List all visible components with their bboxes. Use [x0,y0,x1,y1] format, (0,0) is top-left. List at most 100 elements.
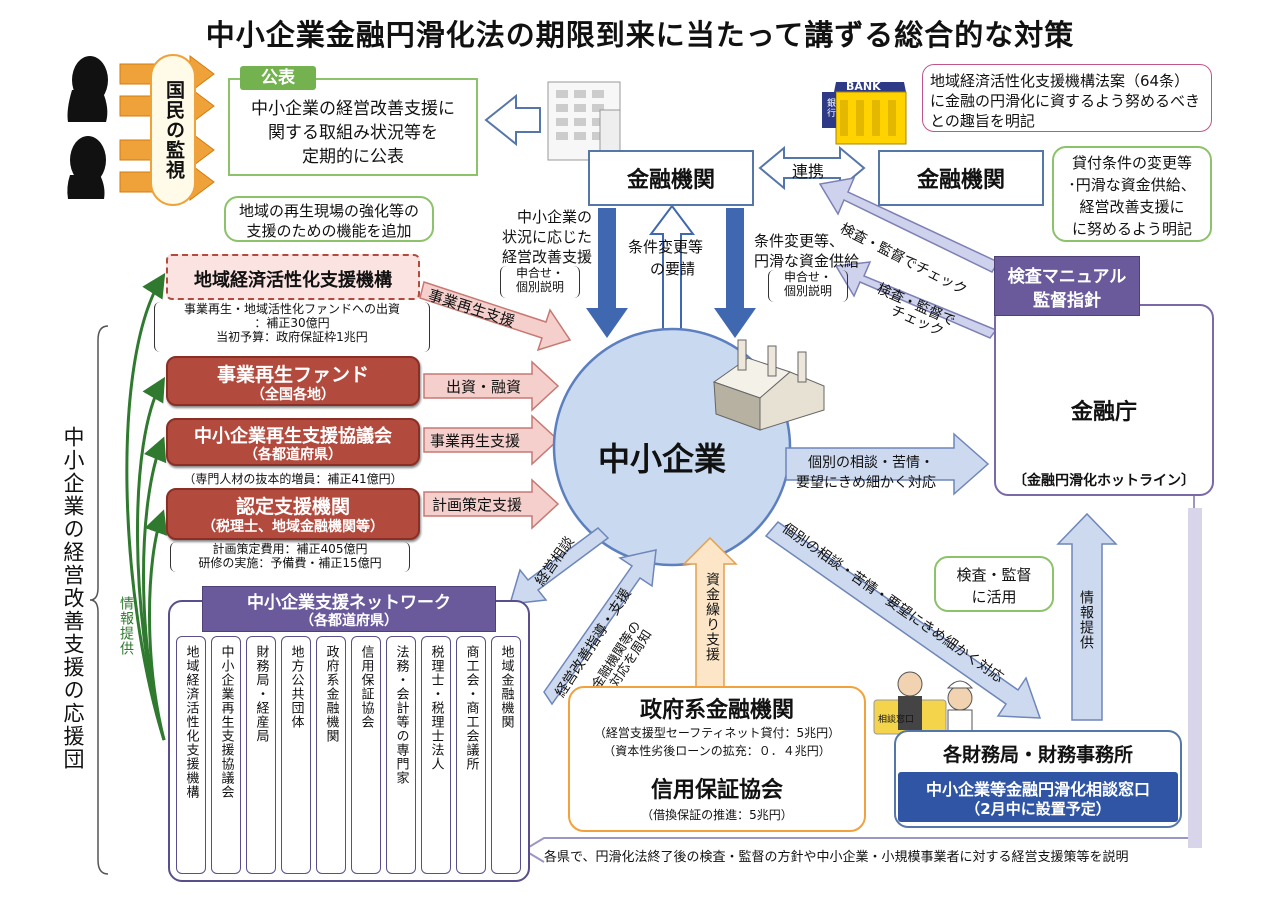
law-note-line-3: との趣旨を明記 [930,112,1035,130]
council-box [166,418,420,466]
down-right-small-1: 申合せ・ [783,270,832,284]
window-line-1: 中小企業等金融円滑化相談窓口 [925,780,1150,799]
use-bubble-1: 検査・監督 [956,566,1032,584]
regional-note-3: 当初予算：政府保証枠1兆円 [216,330,368,344]
gov-note1: （経営支援型セーフティネット貸付：5兆円） [593,726,841,740]
fi-left-box [588,150,754,206]
certified-box [166,488,420,540]
down-left-label-3: 経営改善支援 [501,248,592,266]
network-member-5-label: 政府系金融機関 [323,645,339,743]
network-member-10: 地域金融機関 [491,636,521,874]
network-member-1-label: 地域経済活性化支援機構 [183,645,199,799]
regional-bubble [224,196,434,242]
koukai-tag: 公表 [240,66,316,90]
regional-org-label: 地域経済活性化支援機構 [194,270,392,291]
renkei-label: 連携 [792,162,825,181]
fsa-header-1: 検査マニュアル [1007,267,1127,287]
fi-right-label: 金融機関 [916,168,1005,193]
down-left-small-1: 申合せ・ [515,266,564,280]
fsa-hotline: 〔金融円滑化ホットライン〕 [1013,473,1195,489]
manual-bubble [1052,146,1212,242]
page-title: 中小企業金融円滑化法の期限到来に当たって講ずる総合的な対策 [205,18,1075,52]
network-member-3: 財務局・経産局 [246,636,276,874]
down-right-small: 申合せ・ 個別説明 [768,270,848,302]
regional-org-note: 事業再生・地域活性化ファンドへの出資 ：補正30億円 当初予算：政府保証枠1兆円 [154,302,430,352]
window-box [898,772,1178,822]
down-left-small-2: 個別説明 [515,280,564,294]
fsa-name: 金融庁 [1070,400,1137,425]
network-member-4: 地方公共団体 [281,636,311,874]
manual-bubble-1: 貸付条件の変更等 [1071,154,1192,172]
down-right-label-2: 円滑な資金供給 [754,252,860,270]
down-left-small: 申合せ・ 個別説明 [500,266,580,298]
bank-side-sign: 銀行 [825,98,835,118]
network-sub: （各都道府県） [300,613,398,629]
shikin-label: 資金繰り支援 [704,572,720,662]
law-note-box [922,64,1212,132]
down-right-small-2: 個別説明 [783,284,832,298]
sme-label: 中小企業 [598,440,727,478]
network-member-2: 中小企業再生支援協議会 [211,636,241,874]
network-member-3-label: 財務局・経産局 [253,645,269,743]
fsa-header-2: 監督指針 [1033,291,1101,311]
regional-bubble-1: 地域の再生現場の強化等の [238,202,419,220]
certified-label: 認定支援機関 [235,496,350,518]
certified-note-1: 計画策定費用：補正405億円 [212,542,368,556]
fund-box [166,356,420,406]
regional-org-box [166,254,420,300]
koukai-line-1: 中小企業の経営改善支援に [251,99,455,119]
gov-note2: （資本性劣後ローンの拡充：０．４兆円） [603,744,831,758]
window-line-2: （2月中に設置予定） [965,800,1111,818]
down-right-label-1: 条件変更等、 [754,232,845,250]
fi-left-label: 金融機関 [626,168,715,193]
koukai-box [228,78,478,176]
left-group-label: 中小企業の経営改善支援の応援団 [61,426,85,771]
fund-label: 事業再生ファンド [216,364,369,386]
certified-sub: （税理士、地域金融機関等） [202,519,384,535]
bottom-note: 各県で、円滑化法終了後の検査・監督の方針や中小企業・小規模事業者に対する経営支援… [544,850,1129,865]
fund-sub: （全国各地） [251,387,335,403]
use-bubble [934,556,1054,612]
network-member-8-label: 税理士・税理士法人 [428,645,444,771]
down-left-label-1: 中小企業の [516,208,592,226]
info-provide-left: 情報提供 [118,596,134,656]
koukai-line-2: 関する取組み状況等を [268,123,438,143]
sign-text: 相談窓口 [878,715,915,725]
network-member-8: 税理士・税理士法人 [421,636,451,874]
network-member-2-label: 中小企業再生支援協議会 [218,645,234,799]
bureau-name: 各財務局・財務事務所 [942,744,1133,766]
network-member-1: 地域経済活性化支援機構 [176,636,206,874]
certified-note-2: 研修の実施：予備費・補正15億円 [198,556,382,570]
fsa-box [994,304,1214,496]
gov-name: 政府系金融機関 [639,698,794,723]
koukai-line-3: 定期的に公表 [302,147,404,167]
manual-bubble-2: ･円滑な資金供給、 [1068,176,1196,194]
council-sub: （各都道府県） [244,447,342,463]
regional-bubble-2: 支援のための機能を追加 [246,222,412,240]
network-member-7: 法務・会計等の専門家 [386,636,416,874]
regional-note-2: ：補正30億円 [254,316,330,330]
network-member-5: 政府系金融機関 [316,636,346,874]
consult-arrow-2: 要望にきめ細かく対応 [796,475,936,491]
network-member-7-label: 法務・会計等の専門家 [393,645,409,785]
law-note-line-1: 地域経済活性化支援機構法案（64条） [930,72,1190,90]
fsa-header [994,256,1140,316]
arrow-label-4: 計画策定支援 [432,496,523,514]
regional-note-1: 事業再生・地域活性化ファンドへの出資 [183,302,400,316]
gov-box [568,686,866,832]
use-bubble-2: に活用 [971,588,1017,606]
council-label: 中小企業再生支援協議会 [194,426,392,447]
network-member-6: 信用保証協会 [351,636,381,874]
down-left-label-2: 状況に応じた [501,228,592,246]
gov-note3: （借換保証の推進：5兆円） [641,808,793,822]
law-note-line-2: に金融の円滑化に資するよう努めるべき [930,92,1201,110]
network-member-9-label: 商工会・商工会議所 [463,645,479,771]
council-note: （専門人材の抜本的増員：補正41億円） [183,472,403,486]
up-label-1: 条件変更等 [628,238,704,256]
manual-bubble-3: 経営改善支援に [1079,198,1185,216]
consult-arrow-1: 個別の相談・苦情・ [808,455,934,471]
public-watch-oval [150,54,196,206]
gov-guarantee: 信用保証協会 [650,778,783,803]
public-watch-label: 国民の監視 [163,80,185,180]
